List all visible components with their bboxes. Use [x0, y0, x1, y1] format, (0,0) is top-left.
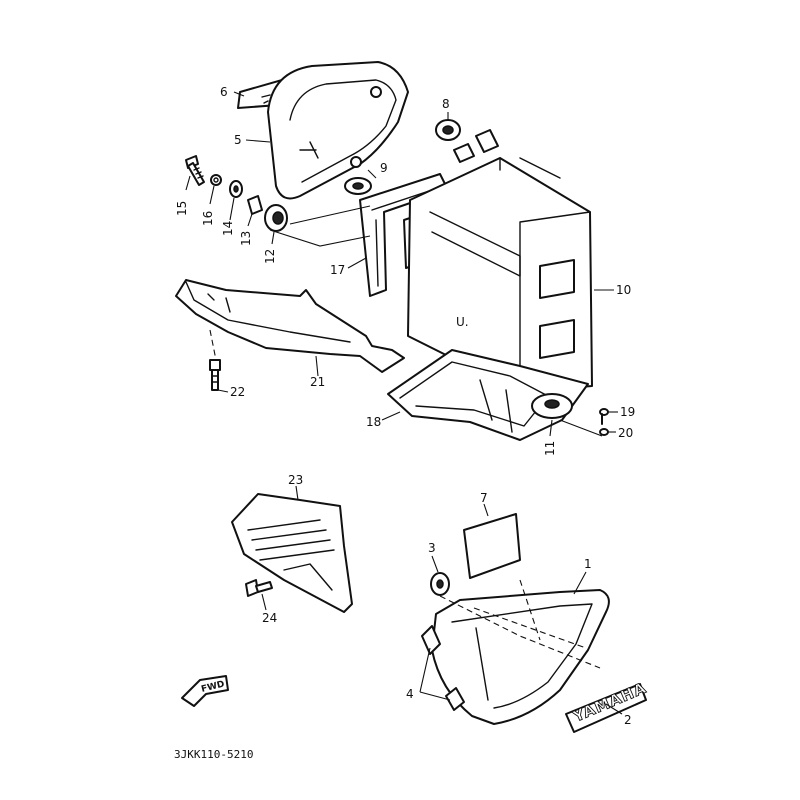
callout-22: 22	[230, 385, 245, 399]
drawing-number: 3JKK110-5210	[174, 748, 253, 761]
callout-6: 6	[220, 85, 228, 99]
part-10-battery	[407, 129, 593, 393]
part-19-screw	[599, 408, 609, 425]
part-8-grommet	[435, 119, 461, 141]
part-12-grommet	[264, 204, 288, 232]
callout-18: 18	[366, 415, 381, 429]
part-16-washer	[210, 174, 222, 186]
callout-16: 16	[201, 211, 215, 226]
leader-lines	[185, 91, 623, 715]
callout-19: 19	[620, 405, 635, 419]
part-23-side-cover-left	[231, 493, 353, 613]
part-14-washer	[229, 180, 243, 198]
callout-15: 15	[175, 201, 189, 216]
callout-10: 10	[616, 283, 631, 297]
callout-17: 17	[330, 263, 345, 277]
dashed-assembly-lines	[209, 329, 601, 669]
callout-7: 7	[480, 491, 488, 505]
callout-4: 4	[406, 687, 414, 701]
part-3-grommet	[430, 572, 450, 596]
part-1-side-cover-right	[431, 589, 610, 725]
fwd-arrow-icon: FWD	[181, 675, 229, 707]
part-22-bolt	[209, 359, 221, 391]
callout-12: 12	[263, 249, 277, 264]
part-24-bolt	[245, 579, 273, 597]
callout-13: 13	[239, 231, 253, 246]
part-20-washer	[599, 428, 609, 436]
callout-2: 2	[624, 713, 632, 727]
part-7-sticker	[463, 513, 521, 579]
callout-20: 20	[618, 426, 633, 440]
box-marking: U.	[456, 315, 469, 329]
callout-14: 14	[221, 221, 235, 236]
callout-labels: 1 2 3 4 5 6 7 8 9 10 11 12 13 14 15 16 1…	[175, 85, 635, 727]
part-15-bolt	[185, 155, 205, 186]
callout-5: 5	[234, 133, 242, 147]
part-9-grommet	[344, 177, 372, 195]
callout-3: 3	[428, 541, 436, 555]
part-4-grommet-lower	[445, 687, 465, 711]
part-13-collar	[247, 195, 263, 215]
callout-21: 21	[310, 375, 325, 389]
part-5-battery-cover	[267, 61, 409, 200]
callout-9: 9	[380, 161, 388, 175]
part-11-damper	[531, 393, 573, 419]
callout-11: 11	[543, 441, 557, 456]
callout-24: 24	[262, 611, 277, 625]
callout-1: 1	[584, 557, 592, 571]
callout-8: 8	[442, 97, 450, 111]
callout-23: 23	[288, 473, 303, 487]
part-21-bracket	[175, 279, 405, 373]
part-4-grommet-upper	[421, 625, 441, 655]
